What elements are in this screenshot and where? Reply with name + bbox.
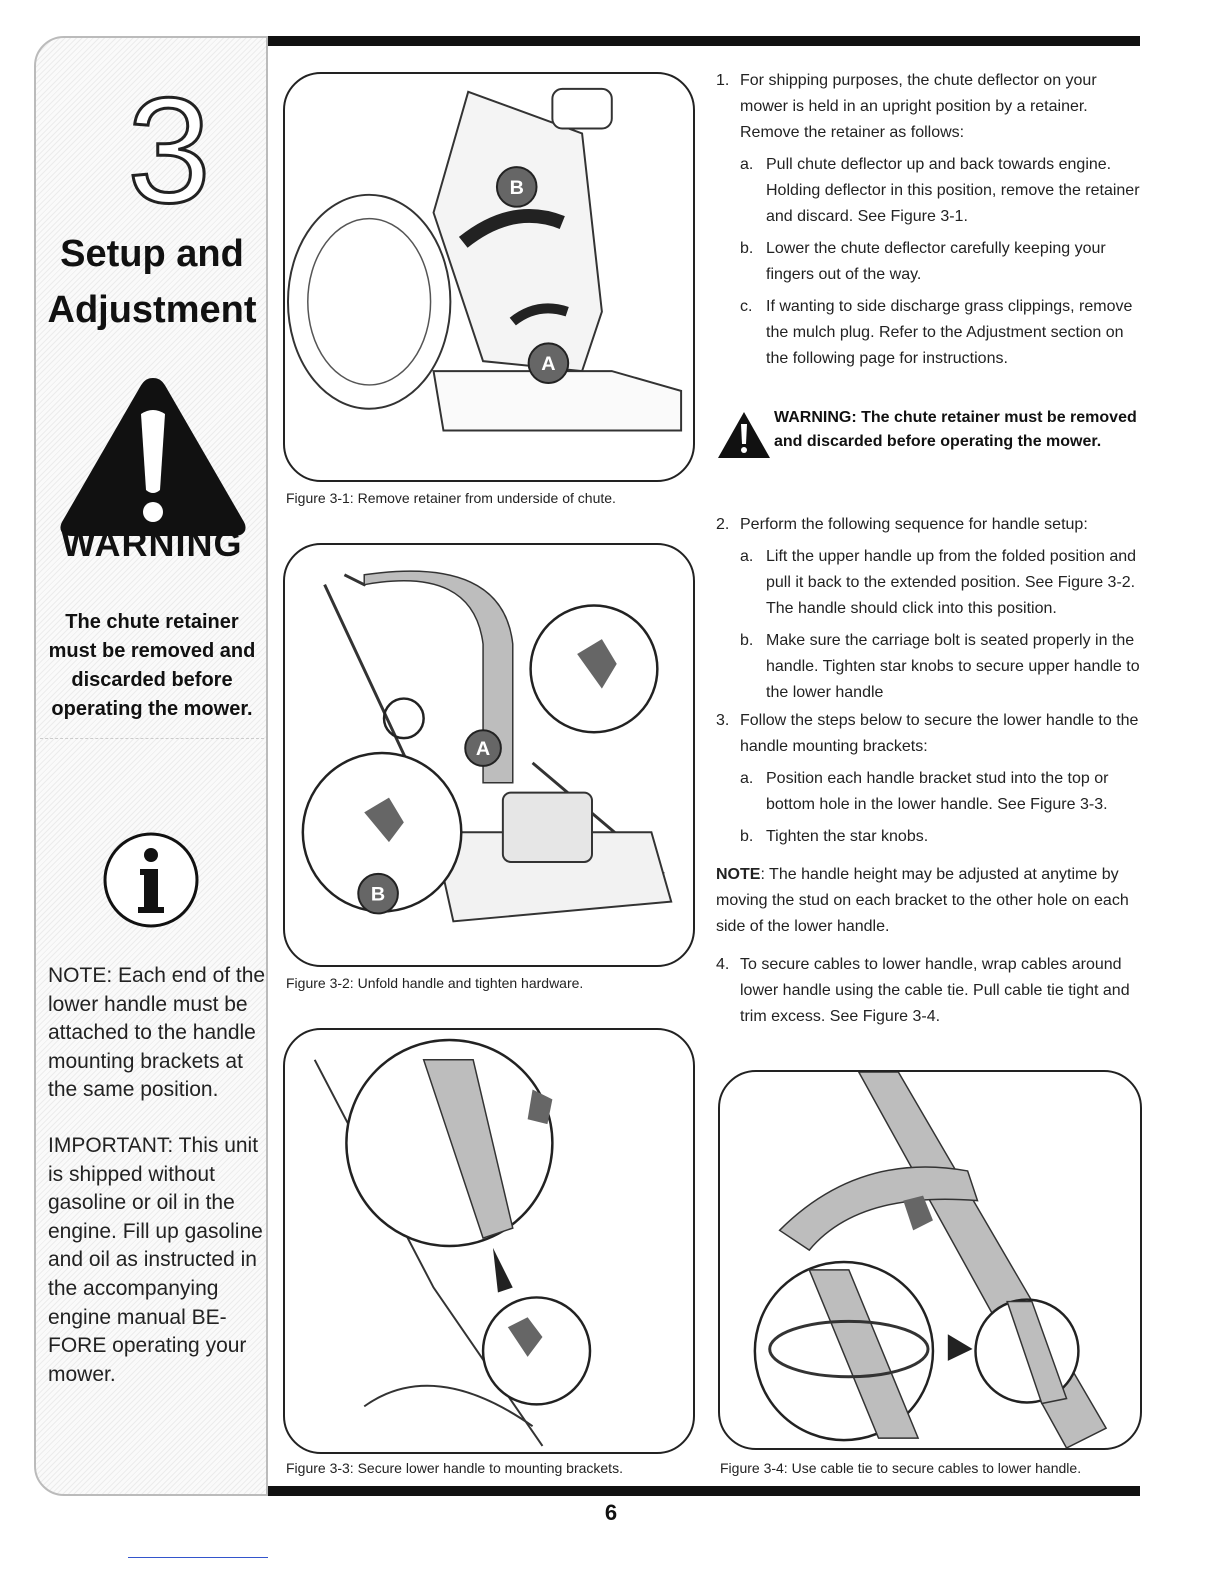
step-1b: b. Lower the chute deflector carefully k…	[716, 236, 1146, 288]
step-3-number: 3.	[716, 712, 730, 729]
fig2-label-a: A	[476, 738, 490, 760]
warning-heading: WARNING	[61, 523, 243, 564]
step-1c-letter: c.	[740, 298, 753, 315]
top-rule	[268, 36, 1140, 46]
page-number: 6	[604, 1500, 618, 1525]
step-1-block: 1. For shipping purposes, the chute defl…	[716, 68, 1146, 372]
step-1c: c. If wanting to side discharge grass cl…	[716, 294, 1146, 372]
figure-3-1-caption: Figure 3-1: Remove retainer from undersi…	[286, 490, 616, 506]
step-1: 1. For shipping purposes, the chute defl…	[716, 68, 1146, 146]
warning-triangle-icon	[60, 378, 246, 536]
sidebar-important: IMPORTANT: This unit is shipped without …	[48, 1134, 263, 1386]
figure-3-3	[283, 1028, 695, 1454]
info-icon	[103, 832, 199, 928]
sidebar: 3 Setup and Adjustment WARNING The chute…	[34, 36, 268, 1496]
step-3-text: Follow the steps below to secure the low…	[740, 712, 1139, 755]
bottom-rule	[268, 1486, 1140, 1496]
warning-triangle-icon	[718, 412, 770, 458]
step-3a-text: Position each handle bracket stud into t…	[766, 770, 1109, 813]
fig1-label-b: B	[510, 177, 524, 199]
note-text: : The handle height may be adjusted at a…	[716, 866, 1129, 935]
step-3b-letter: b.	[740, 828, 754, 845]
step-3a-letter: a.	[740, 770, 754, 787]
step-1a: a. Pull chute deflector up and back towa…	[716, 152, 1146, 230]
step-3b-text: Tighten the star knobs.	[766, 828, 929, 845]
step-1a-letter: a.	[740, 156, 754, 173]
chapter-number-graphic: 3	[126, 74, 212, 224]
figure-3-1-illustration: B A	[286, 87, 683, 432]
step-2b-letter: b.	[740, 632, 754, 649]
chapter-title-line2: Adjustment	[47, 289, 257, 331]
step-4-number: 4.	[716, 956, 730, 973]
figure-3-4	[718, 1070, 1142, 1450]
step-2-block: 2. Perform the following sequence for ha…	[716, 512, 1146, 1030]
note-paragraph: NOTE: The handle height may be adjusted …	[716, 862, 1146, 940]
step-4: 4. To secure cables to lower handle, wra…	[716, 952, 1146, 1030]
figure-3-2: A B	[283, 543, 695, 967]
figure-3-4-caption: Figure 3-4: Use cable tie to secure cabl…	[720, 1460, 1082, 1476]
fig1-label-a: A	[541, 353, 555, 375]
step-2a-letter: a.	[740, 548, 754, 565]
fig2-label-b: B	[371, 884, 385, 906]
step-2b-text: Make sure the carriage bolt is seated pr…	[766, 632, 1140, 701]
step-1b-text: Lower the chute deflector carefully keep…	[766, 240, 1106, 283]
step-2-number: 2.	[716, 516, 730, 533]
figure-3-1: B A	[283, 72, 695, 482]
step-2-text: Perform the following sequence for handl…	[740, 516, 1088, 533]
step-3b: b. Tighten the star knobs.	[716, 824, 1146, 850]
step-1-number: 1.	[716, 72, 730, 89]
chapter-title: Setup and Adjustment	[36, 226, 268, 338]
step-3a: a. Position each handle bracket stud int…	[716, 766, 1146, 818]
figure-3-3-illustration	[313, 1038, 592, 1447]
figure-3-3-caption: Figure 3-3: Secure lower handle to mount…	[286, 1460, 623, 1476]
footer-line	[128, 1557, 268, 1558]
step-3: 3. Follow the steps below to secure the …	[716, 708, 1146, 760]
step-4-text: To secure cables to lower handle, wrap c…	[740, 956, 1130, 1025]
step-1c-text: If wanting to side discharge grass clipp…	[766, 298, 1133, 367]
note-label: NOTE	[716, 866, 761, 883]
step-1-text: For shipping purposes, the chute deflect…	[740, 72, 1097, 141]
sidebar-note: NOTE: Each end of the lower handle must …	[48, 964, 266, 1102]
step-2a: a. Lift the upper handle up from the fol…	[716, 544, 1146, 622]
figure-3-2-caption: Figure 3-2: Unfold handle and tighten ha…	[286, 975, 584, 991]
step-1a-text: Pull chute deflector up and back towards…	[766, 156, 1140, 225]
figure-3-2-illustration: A B	[301, 570, 673, 923]
step-2a-text: Lift the upper handle up from the folded…	[766, 548, 1137, 617]
step-2: 2. Perform the following sequence for ha…	[716, 512, 1146, 538]
figure-3-4-illustration	[753, 1072, 1108, 1448]
warning-callout-text: WARNING: The chute retainer must be remo…	[774, 409, 1137, 450]
chapter-title-line1: Setup and	[60, 233, 244, 275]
chapter-number: 3	[127, 74, 210, 224]
warning-message: The chute retainer must be removed and d…	[48, 611, 256, 720]
step-2b: b. Make sure the carriage bolt is seated…	[716, 628, 1146, 706]
step-1b-letter: b.	[740, 240, 754, 257]
warning-callout: WARNING: The chute retainer must be remo…	[716, 406, 1146, 458]
sidebar-divider	[40, 738, 264, 739]
